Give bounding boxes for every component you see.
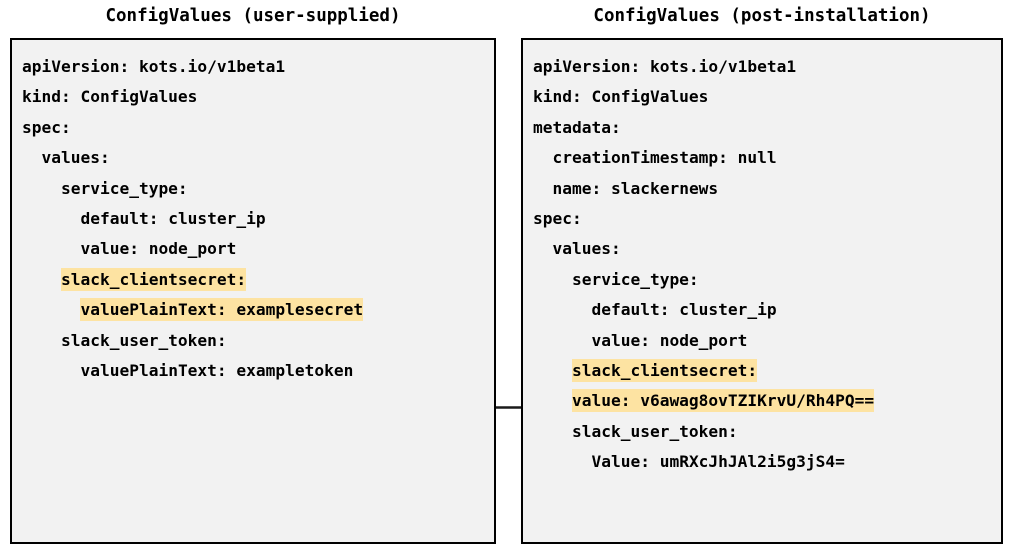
code-text: creationTimestamp: null [552,148,777,168]
code-line: value: node_port [533,326,1001,356]
code-indent [22,361,80,380]
code-line: default: cluster_ip [22,204,494,234]
code-text: service_type: [571,269,699,289]
code-line: slack_clientsecret: [22,265,494,295]
code-indent [533,422,572,441]
code-text: values: [41,148,110,168]
code-line: spec: [533,204,1001,234]
code-line: valuePlainText: exampletoken [22,356,494,386]
code-line: value: v6awag8ovTZIKrvU/Rh4PQ== [533,386,1001,416]
code-indent [22,331,61,350]
code-line: value: node_port [22,234,494,264]
code-text: service_type: [60,178,188,198]
code-text: slack_clientsecret: [571,358,758,382]
code-box-user-supplied[interactable]: apiVersion: kots.io/v1beta1 kind: ConfigV… [10,38,496,544]
code-text: default: cluster_ip [80,208,266,228]
code-line: slack_user_token: [533,417,1001,447]
code-text: spec: [22,117,71,137]
panel-title-post-installation: ConfigValues (post-installation) [593,6,931,26]
code-box-post-installation[interactable]: apiVersion: kots.io/v1beta1 kind: ConfigV… [521,38,1003,544]
code-text: kind: ConfigValues [22,87,198,107]
code-line: kind: ConfigValues [533,82,1001,112]
code-line: slack_user_token: [22,326,494,356]
code-text: value: v6awag8ovTZIKrvU/Rh4PQ== [571,389,875,413]
code-indent [533,452,591,471]
code-line: slack_clientsecret: [533,356,1001,386]
code-text: valuePlainText: exampletoken [80,360,354,380]
code-text: slack_clientsecret: [60,267,247,291]
code-line: valuePlainText: examplesecret [22,295,494,325]
code-indent [22,148,42,167]
code-indent [22,209,80,228]
code-text: value: node_port [591,330,748,350]
code-text: valuePlainText: examplesecret [80,298,364,322]
code-text: value: node_port [80,239,237,259]
panel-user-supplied: ConfigValues (user-supplied) apiVersion:… [10,6,496,546]
code-line: default: cluster_ip [533,295,1001,325]
panel-post-installation: ConfigValues (post-installation) apiVers… [521,6,1003,546]
code-lines-user-supplied: apiVersion: kots.io/v1beta1 kind: ConfigV… [22,52,494,386]
code-indent [22,300,80,319]
code-line: service_type: [22,174,494,204]
code-indent [533,300,591,319]
code-line: values: [22,143,494,173]
code-text: values: [552,239,621,259]
code-indent [533,361,572,380]
code-line: spec: [22,113,494,143]
code-line: values: [533,234,1001,264]
code-text: slack_user_token: [571,421,738,441]
code-text: spec: [533,208,582,228]
code-text: apiVersion: kots.io/v1beta1 [533,57,797,76]
code-text: slack_user_token: [60,330,227,350]
code-text: kind: ConfigValues [533,87,709,107]
code-text: metadata: [533,117,621,137]
code-line: metadata: [533,113,1001,143]
code-text: default: cluster_ip [591,300,777,320]
code-line: kind: ConfigValues [22,82,494,112]
code-lines-post-installation: apiVersion: kots.io/v1beta1 kind: ConfigV… [533,52,1001,477]
code-text: Value: umRXcJhJAl2i5g3jS4= [591,452,845,472]
code-indent [533,391,572,410]
code-indent [533,331,591,350]
code-indent [22,179,61,198]
code-indent [533,148,553,167]
code-indent [533,179,553,198]
code-indent [533,270,572,289]
code-indent [22,270,61,289]
code-line: apiVersion: kots.io/v1beta1 [22,52,494,82]
code-line: Value: umRXcJhJAl2i5g3jS4= [533,447,1001,477]
code-indent [533,239,553,258]
panel-title-user-supplied: ConfigValues (user-supplied) [105,6,401,26]
code-line: name: slackernews [533,174,1001,204]
code-text: name: slackernews [552,178,719,198]
code-text: apiVersion: kots.io/v1beta1 [22,57,286,76]
code-indent [22,239,80,258]
code-line: service_type: [533,265,1001,295]
code-line: creationTimestamp: null [533,143,1001,173]
code-line: apiVersion: kots.io/v1beta1 [533,52,1001,82]
